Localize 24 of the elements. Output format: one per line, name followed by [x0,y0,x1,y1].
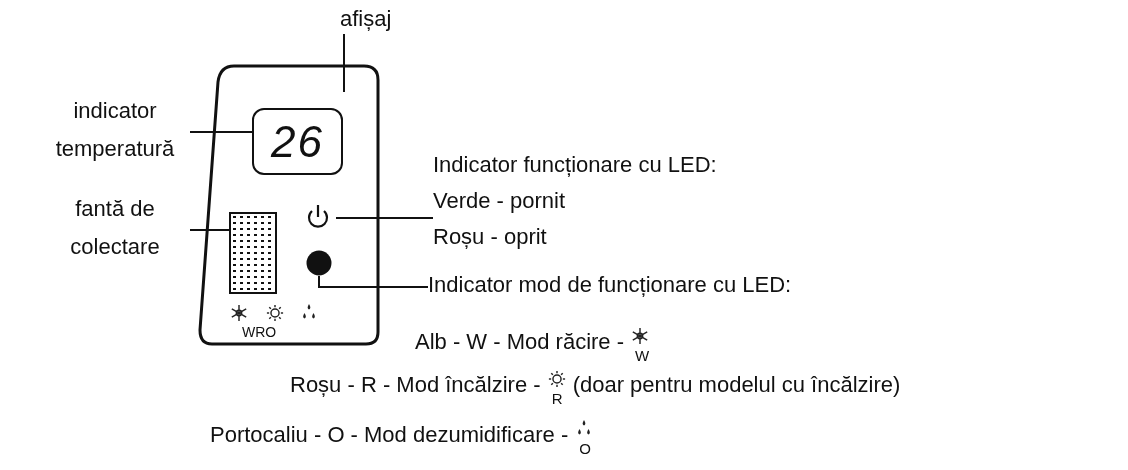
led-indicator [306,250,332,276]
legend-text: Roșu - R - Mod încălzire - [290,372,541,398]
leader-line [189,229,230,231]
callout-text: Roșu - oprit [433,223,548,251]
leader-line [189,131,253,133]
power-icon [306,204,330,230]
mode-letter: W [635,347,650,364]
callout-text: fantă de colectare [40,190,190,266]
callout-text: Indicator mod de funcționare cu LED: [428,272,792,298]
leader-line [335,217,434,219]
legend-text: (doar pentru modelul cu încălzire) [572,372,901,398]
mode-letters: WRO [242,324,277,340]
leader-line [318,275,429,288]
collection-slot [229,212,277,294]
legend-text: Alb - W - Mod răcire - [415,329,625,355]
mode-letter: O [579,440,591,457]
leader-line [343,33,345,93]
callout-text: Verde - pornit [433,187,567,215]
legend-text: Portocaliu - O - Mod dezumidificare - [210,422,569,448]
mode-letter: R [551,390,563,407]
callout-text: indicator temperatură [40,92,190,168]
temperature-display: 26 [252,108,343,175]
callout-text: Indicator funcționare cu LED: [433,151,717,179]
callout-text: afișaj [340,6,392,32]
